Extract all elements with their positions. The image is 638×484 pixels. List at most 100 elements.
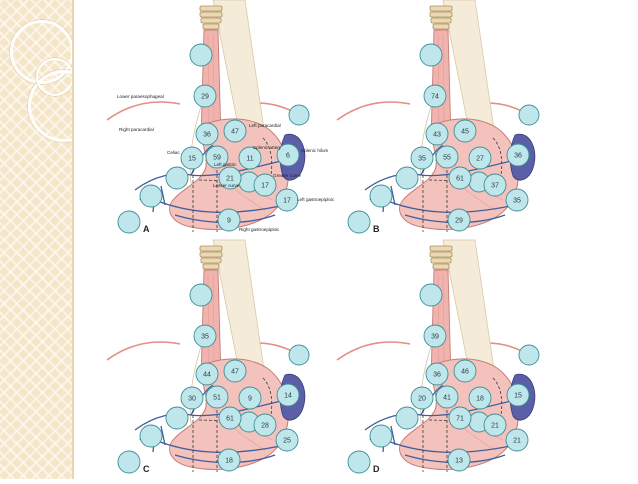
lymph-node-greater-curve: 21 — [483, 413, 507, 437]
lymph-node-left-paracardial: 47 — [223, 359, 247, 383]
lymph-node-right-gastroepiploic: 18 — [217, 448, 241, 472]
lymph-node-greater-curve: 17 — [253, 173, 277, 197]
svg-text:36: 36 — [433, 372, 441, 379]
lymph-node-figure: 29 36 47 15 59 11 6 21 17 17 9 Lower paraesophageal… — [95, 0, 545, 479]
svg-text:30: 30 — [188, 396, 196, 403]
svg-text:17: 17 — [261, 183, 269, 190]
lymph-node-splenic-hilum: 6 — [276, 143, 300, 167]
label-left-gastric: Left gastric — [214, 162, 237, 167]
svg-text:17: 17 — [283, 198, 291, 205]
svg-text:47: 47 — [231, 129, 239, 136]
svg-text:11: 11 — [246, 156, 253, 163]
lymph-node-left-gastric: 59 — [205, 145, 229, 169]
panel-letter: D — [373, 464, 380, 474]
svg-text:21: 21 — [513, 438, 521, 445]
lymph-node-celiac: 20 — [410, 386, 434, 410]
lymph-node-paraesophageal: 39 — [423, 324, 447, 348]
label-right-paracardial: Right paracardial — [119, 127, 154, 132]
panel-b: 74 43 45 35 55 27 36 61 37 35 29B — [336, 0, 540, 234]
svg-text:55: 55 — [443, 155, 451, 162]
svg-text:27: 27 — [476, 156, 484, 163]
svg-text:71: 71 — [456, 416, 464, 423]
lymph-node-right-paracardial: 36 — [195, 122, 219, 146]
lymph-node-lesser-curve: 61 — [448, 166, 472, 190]
panel-letter: C — [143, 464, 150, 474]
slide-decorative-border — [0, 0, 72, 479]
lymph-node-left-paracardial: 47 — [223, 119, 247, 143]
lymph-node-lesser-curve: 71 — [448, 406, 472, 430]
lymph-node-splenic-artery: 11 — [238, 146, 262, 170]
label-left-gastroepiploic: Left gastroepiploic — [297, 197, 335, 202]
svg-text:37: 37 — [491, 183, 499, 190]
lymph-node-splenic-artery: 9 — [238, 386, 262, 410]
svg-text:15: 15 — [514, 393, 522, 400]
svg-text:35: 35 — [418, 156, 426, 163]
lymph-node-splenic-hilum: 14 — [276, 383, 300, 407]
lymph-node-celiac: 30 — [180, 386, 204, 410]
svg-text:61: 61 — [456, 176, 464, 183]
lymph-node-paraesophageal: 74 — [423, 84, 447, 108]
lymph-node-celiac: 35 — [410, 146, 434, 170]
panel-letter: A — [143, 224, 150, 234]
svg-text:15: 15 — [188, 156, 196, 163]
lymph-node-right-paracardial: 44 — [195, 362, 219, 386]
svg-text:28: 28 — [261, 423, 269, 430]
label-lesser-curve: Lesser curve — [213, 183, 240, 188]
lymph-node-lesser-curve: 21 — [218, 166, 242, 190]
lymph-node-left-gastroepiploic: 35 — [505, 188, 529, 212]
svg-text:59: 59 — [213, 155, 221, 162]
lymph-node-splenic-hilum: 36 — [506, 143, 530, 167]
lymph-node-lesser-curve: 61 — [218, 406, 242, 430]
label-splenic-artery: Splenic artery — [253, 145, 282, 150]
svg-text:6: 6 — [286, 153, 290, 160]
svg-text:29: 29 — [455, 218, 463, 225]
lymph-node-left-gastroepiploic: 21 — [505, 428, 529, 452]
svg-text:18: 18 — [476, 396, 484, 403]
lymph-node-right-paracardial: 36 — [425, 362, 449, 386]
lymph-node-right-paracardial: 43 — [425, 122, 449, 146]
border-divider — [72, 0, 74, 479]
svg-text:14: 14 — [284, 393, 292, 400]
svg-text:13: 13 — [455, 458, 463, 465]
label-lower-paraesophageal: Lower paraesophageal — [117, 94, 164, 99]
label-splenic-hilum: Splenic hilum — [301, 148, 328, 153]
svg-text:21: 21 — [491, 423, 499, 430]
svg-text:46: 46 — [461, 369, 469, 376]
figure-canvas: 29 36 47 15 59 11 6 21 17 17 9 Lower paraesophageal… — [106, 0, 540, 474]
svg-text:45: 45 — [461, 129, 469, 136]
panels-root: 29 36 47 15 59 11 6 21 17 17 9 Lower paraesophageal… — [106, 0, 540, 474]
svg-text:41: 41 — [443, 395, 451, 402]
svg-text:29: 29 — [201, 94, 209, 101]
svg-text:36: 36 — [514, 153, 522, 160]
lymph-node-right-gastroepiploic: 9 — [217, 208, 241, 232]
svg-text:35: 35 — [201, 334, 209, 341]
svg-text:21: 21 — [226, 176, 234, 183]
panel-letter: B — [373, 224, 380, 234]
lymph-node-left-paracardial: 46 — [453, 359, 477, 383]
label-greater-curve: Greater curve — [273, 173, 302, 178]
svg-text:25: 25 — [283, 438, 291, 445]
lymph-node-greater-curve: 28 — [253, 413, 277, 437]
lymph-node-paraesophageal: 29 — [193, 84, 217, 108]
svg-text:9: 9 — [227, 218, 231, 225]
label-right-gastroepiploic: Right gastroepiploic — [239, 227, 280, 232]
decorative-ring — [36, 58, 72, 96]
lymph-node-splenic-hilum: 15 — [506, 383, 530, 407]
lymph-node-celiac: 15 — [180, 146, 204, 170]
label-left-paracardial: Left paracardial — [249, 123, 281, 128]
lymph-node-paraesophageal: 35 — [193, 324, 217, 348]
panel-d: 39 36 46 20 41 18 15 71 21 21 13D — [336, 239, 540, 474]
panel-a: 29 36 47 15 59 11 6 21 17 17 9 Lower paraesophageal… — [106, 0, 335, 234]
label-celiac: Celiac — [167, 150, 180, 155]
lymph-node-left-gastroepiploic: 17 — [275, 188, 299, 212]
lymph-node-left-gastric: 41 — [435, 385, 459, 409]
svg-text:47: 47 — [231, 369, 239, 376]
lymph-node-right-gastroepiploic: 29 — [447, 208, 471, 232]
svg-text:43: 43 — [433, 132, 441, 139]
svg-text:44: 44 — [203, 372, 211, 379]
panel-c: 35 44 47 30 51 9 14 61 28 25 18C — [106, 239, 310, 474]
svg-text:51: 51 — [213, 395, 221, 402]
svg-text:39: 39 — [431, 334, 439, 341]
lymph-node-greater-curve: 37 — [483, 173, 507, 197]
svg-text:18: 18 — [225, 458, 233, 465]
